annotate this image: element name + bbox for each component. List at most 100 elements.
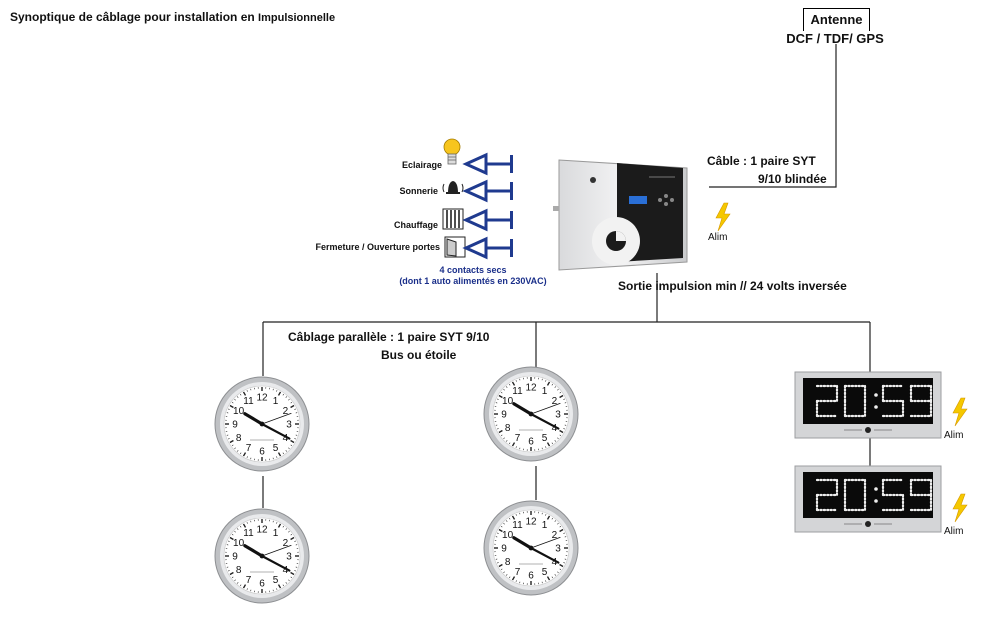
digital-clock [794, 371, 942, 443]
svg-text:12: 12 [525, 517, 537, 528]
svg-text:1: 1 [273, 528, 279, 539]
contacts-note: 4 contacts secs (dont 1 auto alimentés e… [378, 265, 568, 287]
svg-text:5: 5 [273, 443, 279, 454]
contact-arrow-portes [462, 236, 513, 260]
controller-power-label: Alim [708, 232, 728, 243]
digital-digit [909, 384, 933, 418]
contact-arrow-sonnerie [462, 179, 513, 203]
contact-label-sonnerie: Sonnerie [399, 186, 438, 196]
svg-text:1: 1 [542, 386, 548, 397]
contact-label-chauffage: Chauffage [393, 220, 438, 230]
digital-digit [815, 384, 839, 418]
diagram-title-tail: Impulsionnelle [258, 12, 336, 24]
contacts-note-line2: (dont 1 auto alimentés en 230VAC) [399, 276, 547, 286]
cable-label-line2: 9/10 blindée [758, 172, 827, 186]
svg-text:2: 2 [552, 530, 558, 541]
svg-text:5: 5 [542, 433, 548, 444]
svg-text:7: 7 [246, 575, 252, 586]
contact-label-portes: Fermeture / Ouverture portes [315, 242, 440, 252]
display-power-bolt-icon [952, 493, 968, 523]
svg-text:8: 8 [236, 433, 242, 444]
svg-text:12: 12 [256, 525, 268, 536]
digital-digit [881, 384, 905, 418]
antenna-cable [709, 44, 837, 188]
antenna-name: Antenne [810, 12, 863, 27]
svg-text:11: 11 [512, 520, 523, 531]
digital-colon [874, 393, 878, 409]
svg-text:4: 4 [283, 433, 289, 444]
svg-text:8: 8 [505, 423, 511, 434]
digital-digit [815, 478, 839, 512]
digital-digit [843, 478, 867, 512]
svg-text:6: 6 [259, 447, 265, 458]
output-label: Sortie impulsion min // 24 volts inversé… [618, 279, 847, 293]
svg-text:8: 8 [236, 565, 242, 576]
svg-text:9: 9 [501, 410, 507, 421]
contacts-note-line1: 4 contacts secs [439, 265, 507, 275]
display-power-label: Alim [944, 526, 964, 537]
svg-text:9: 9 [501, 544, 507, 555]
svg-text:10: 10 [233, 538, 245, 549]
door-icon [444, 236, 466, 258]
wiring-label-line2: Bus ou étoile [381, 348, 457, 362]
svg-text:3: 3 [286, 552, 292, 563]
svg-text:5: 5 [542, 567, 548, 578]
cable-label-line1: Câble : 1 paire SYT [707, 154, 816, 168]
svg-text:6: 6 [528, 571, 534, 582]
display-power-bolt-icon [952, 397, 968, 427]
svg-text:2: 2 [552, 396, 558, 407]
digital-colon [874, 487, 878, 503]
svg-text:3: 3 [555, 544, 561, 555]
svg-text:1: 1 [273, 396, 279, 407]
svg-text:9: 9 [232, 552, 238, 563]
svg-text:8: 8 [505, 557, 511, 568]
digital-digit [843, 384, 867, 418]
light-bulb-icon [443, 138, 461, 165]
wiring-label-line1: Câblage parallèle : 1 paire SYT 9/10 [288, 330, 490, 344]
svg-text:6: 6 [528, 437, 534, 448]
svg-text:4: 4 [552, 423, 558, 434]
contact-arrow-chauffage [462, 208, 513, 232]
svg-text:12: 12 [525, 383, 537, 394]
contact-arrow-eclairage [462, 152, 513, 176]
contact-label-eclairage: Eclairage [401, 160, 442, 170]
svg-text:10: 10 [233, 406, 245, 417]
svg-text:12: 12 [256, 393, 268, 404]
digital-clock [794, 465, 942, 537]
svg-text:5: 5 [273, 575, 279, 586]
radiator-icon [442, 208, 464, 230]
svg-text:10: 10 [502, 396, 514, 407]
digital-digit [881, 478, 905, 512]
svg-text:3: 3 [286, 420, 292, 431]
controller-power-bolt-icon [715, 202, 731, 232]
diagram-title-main: Synoptique de câblage pour installation … [10, 10, 255, 24]
display-power-label: Alim [944, 430, 964, 441]
svg-text:6: 6 [259, 579, 265, 590]
svg-text:7: 7 [246, 443, 252, 454]
svg-text:11: 11 [512, 386, 523, 397]
svg-text:9: 9 [232, 420, 238, 431]
antenna-types: DCF / TDF/ GPS [786, 31, 884, 46]
svg-text:4: 4 [283, 565, 289, 576]
svg-text:11: 11 [243, 528, 254, 539]
svg-text:1: 1 [542, 520, 548, 531]
svg-text:7: 7 [515, 433, 521, 444]
antenna-box [803, 8, 870, 31]
svg-text:3: 3 [555, 410, 561, 421]
svg-text:2: 2 [283, 538, 289, 549]
diagram-title: Synoptique de câblage pour installation … [10, 10, 335, 24]
digital-digit [909, 478, 933, 512]
svg-text:4: 4 [552, 557, 558, 568]
contact-arrows [462, 152, 513, 260]
master-clock-controller [553, 159, 688, 271]
bell-icon [442, 181, 464, 194]
svg-text:11: 11 [243, 396, 254, 407]
svg-text:2: 2 [283, 406, 289, 417]
svg-text:7: 7 [515, 567, 521, 578]
svg-text:10: 10 [502, 530, 514, 541]
